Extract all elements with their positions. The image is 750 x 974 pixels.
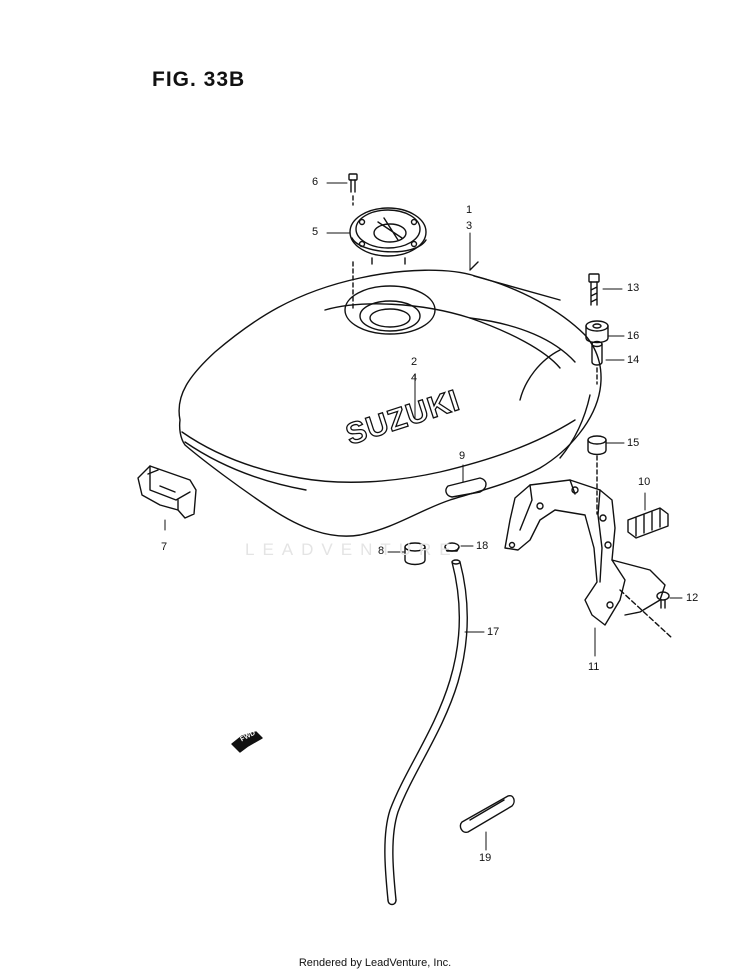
callout-14: 14 [627, 354, 640, 366]
callout-5: 5 [312, 226, 319, 238]
fwd-arrow-icon [231, 731, 263, 753]
callout-16: 16 [627, 330, 640, 342]
cap-recess-outer [344, 285, 436, 335]
cap-bolt [348, 173, 358, 193]
leader-lines [164, 182, 683, 851]
rubber-cushion [404, 542, 426, 566]
tank-seam [181, 419, 576, 483]
callout-1: 1 [466, 204, 473, 216]
callout-3: 3 [466, 220, 473, 232]
callout-18: 18 [476, 540, 489, 552]
lower-cushion [587, 435, 607, 456]
callout-15: 15 [627, 437, 640, 449]
callout-4: 4 [411, 372, 418, 384]
clamp-bracket [137, 465, 197, 519]
fuel-tank [178, 261, 602, 537]
callout-8: 8 [378, 545, 385, 557]
damper-rubber [627, 507, 669, 539]
tank-lower-edge [184, 441, 307, 491]
callout-10: 10 [638, 476, 651, 488]
small-screw [656, 591, 670, 609]
watermark-text: LEADVENTURE [245, 540, 459, 559]
hose-clip [444, 542, 460, 552]
mount-bolt [588, 273, 600, 306]
cap-recess-hole [369, 308, 411, 328]
callout-13: 13 [627, 282, 640, 294]
rear-bracket [504, 479, 673, 639]
callout-12: 12 [686, 592, 699, 604]
footer-credit: Rendered by LeadVenture, Inc. [298, 957, 452, 969]
tank-outline [178, 269, 602, 537]
tank-rear-crease-2 [559, 394, 591, 459]
tank-top-edge [469, 261, 561, 301]
tank-brand-lettering: SUZUKI [342, 384, 464, 452]
callout-7: 7 [161, 541, 168, 553]
tank-emblem-plate [445, 477, 487, 498]
top-cushion [585, 320, 609, 344]
figure-title: FIG. 33B [152, 68, 246, 91]
cap-recess-inner [359, 300, 421, 332]
callout-11: 11 [588, 661, 600, 673]
callout-2: 2 [411, 356, 418, 368]
tank-rear-crease [469, 317, 576, 363]
collar [591, 340, 603, 366]
callout-9: 9 [459, 450, 466, 462]
tank-side-crease [519, 349, 561, 401]
drain-hose [384, 559, 468, 906]
fuel-cap [349, 207, 427, 265]
callout-6: 6 [312, 176, 319, 188]
hose-strap [459, 794, 515, 834]
callout-19: 19 [479, 852, 492, 864]
callout-17: 17 [487, 626, 500, 638]
